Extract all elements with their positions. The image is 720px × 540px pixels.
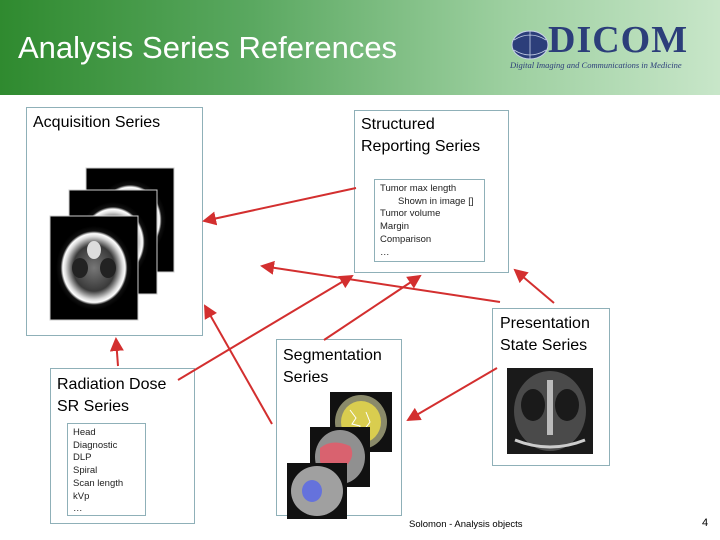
structured-reporting-items: Tumor max length Shown in image [] Tumor… bbox=[374, 179, 485, 262]
list-item: Spiral bbox=[73, 465, 98, 477]
list-item: Margin bbox=[380, 221, 410, 233]
list-item: DLP bbox=[73, 452, 92, 464]
list-item: Tumor max length bbox=[380, 183, 457, 194]
dicom-logo-word: DICOM bbox=[548, 19, 689, 61]
slide-header bbox=[0, 0, 720, 95]
structured-reporting-label-line2: Reporting Series bbox=[361, 138, 481, 155]
list-item: kVp bbox=[73, 490, 90, 502]
segmentation-label-line1: Segmentation bbox=[283, 347, 382, 364]
presentation-state-label-line2: State Series bbox=[500, 337, 588, 354]
dicom-logo-subtitle: Digital Imaging and Communications in Me… bbox=[510, 60, 682, 70]
slide-title: Analysis Series References bbox=[18, 30, 398, 65]
list-item: Head bbox=[73, 427, 96, 438]
footer-caption: Solomon - Analysis objects bbox=[409, 519, 523, 530]
list-item: Comparison bbox=[380, 233, 432, 245]
list-item: Tumor volume bbox=[380, 208, 441, 220]
radiation-dose-label-line1: Radiation Dose bbox=[57, 376, 167, 393]
list-item: … bbox=[380, 246, 390, 258]
list-item: Diagnostic bbox=[73, 439, 118, 451]
list-item: … bbox=[73, 503, 83, 515]
page-number: 4 bbox=[702, 517, 709, 529]
list-item: Scan length bbox=[73, 477, 124, 489]
acquisition-series-label: Acquisition Series bbox=[33, 114, 161, 131]
list-item: Shown in image [] bbox=[398, 195, 474, 207]
structured-reporting-label-line1: Structured bbox=[361, 116, 435, 133]
radiation-dose-label-line2: SR Series bbox=[57, 398, 130, 415]
segmentation-label-line2: Series bbox=[283, 369, 329, 386]
presentation-state-label-line1: Presentation bbox=[500, 315, 590, 332]
radiation-dose-items: Head Diagnostic DLP Spiral Scan length k… bbox=[67, 423, 146, 516]
